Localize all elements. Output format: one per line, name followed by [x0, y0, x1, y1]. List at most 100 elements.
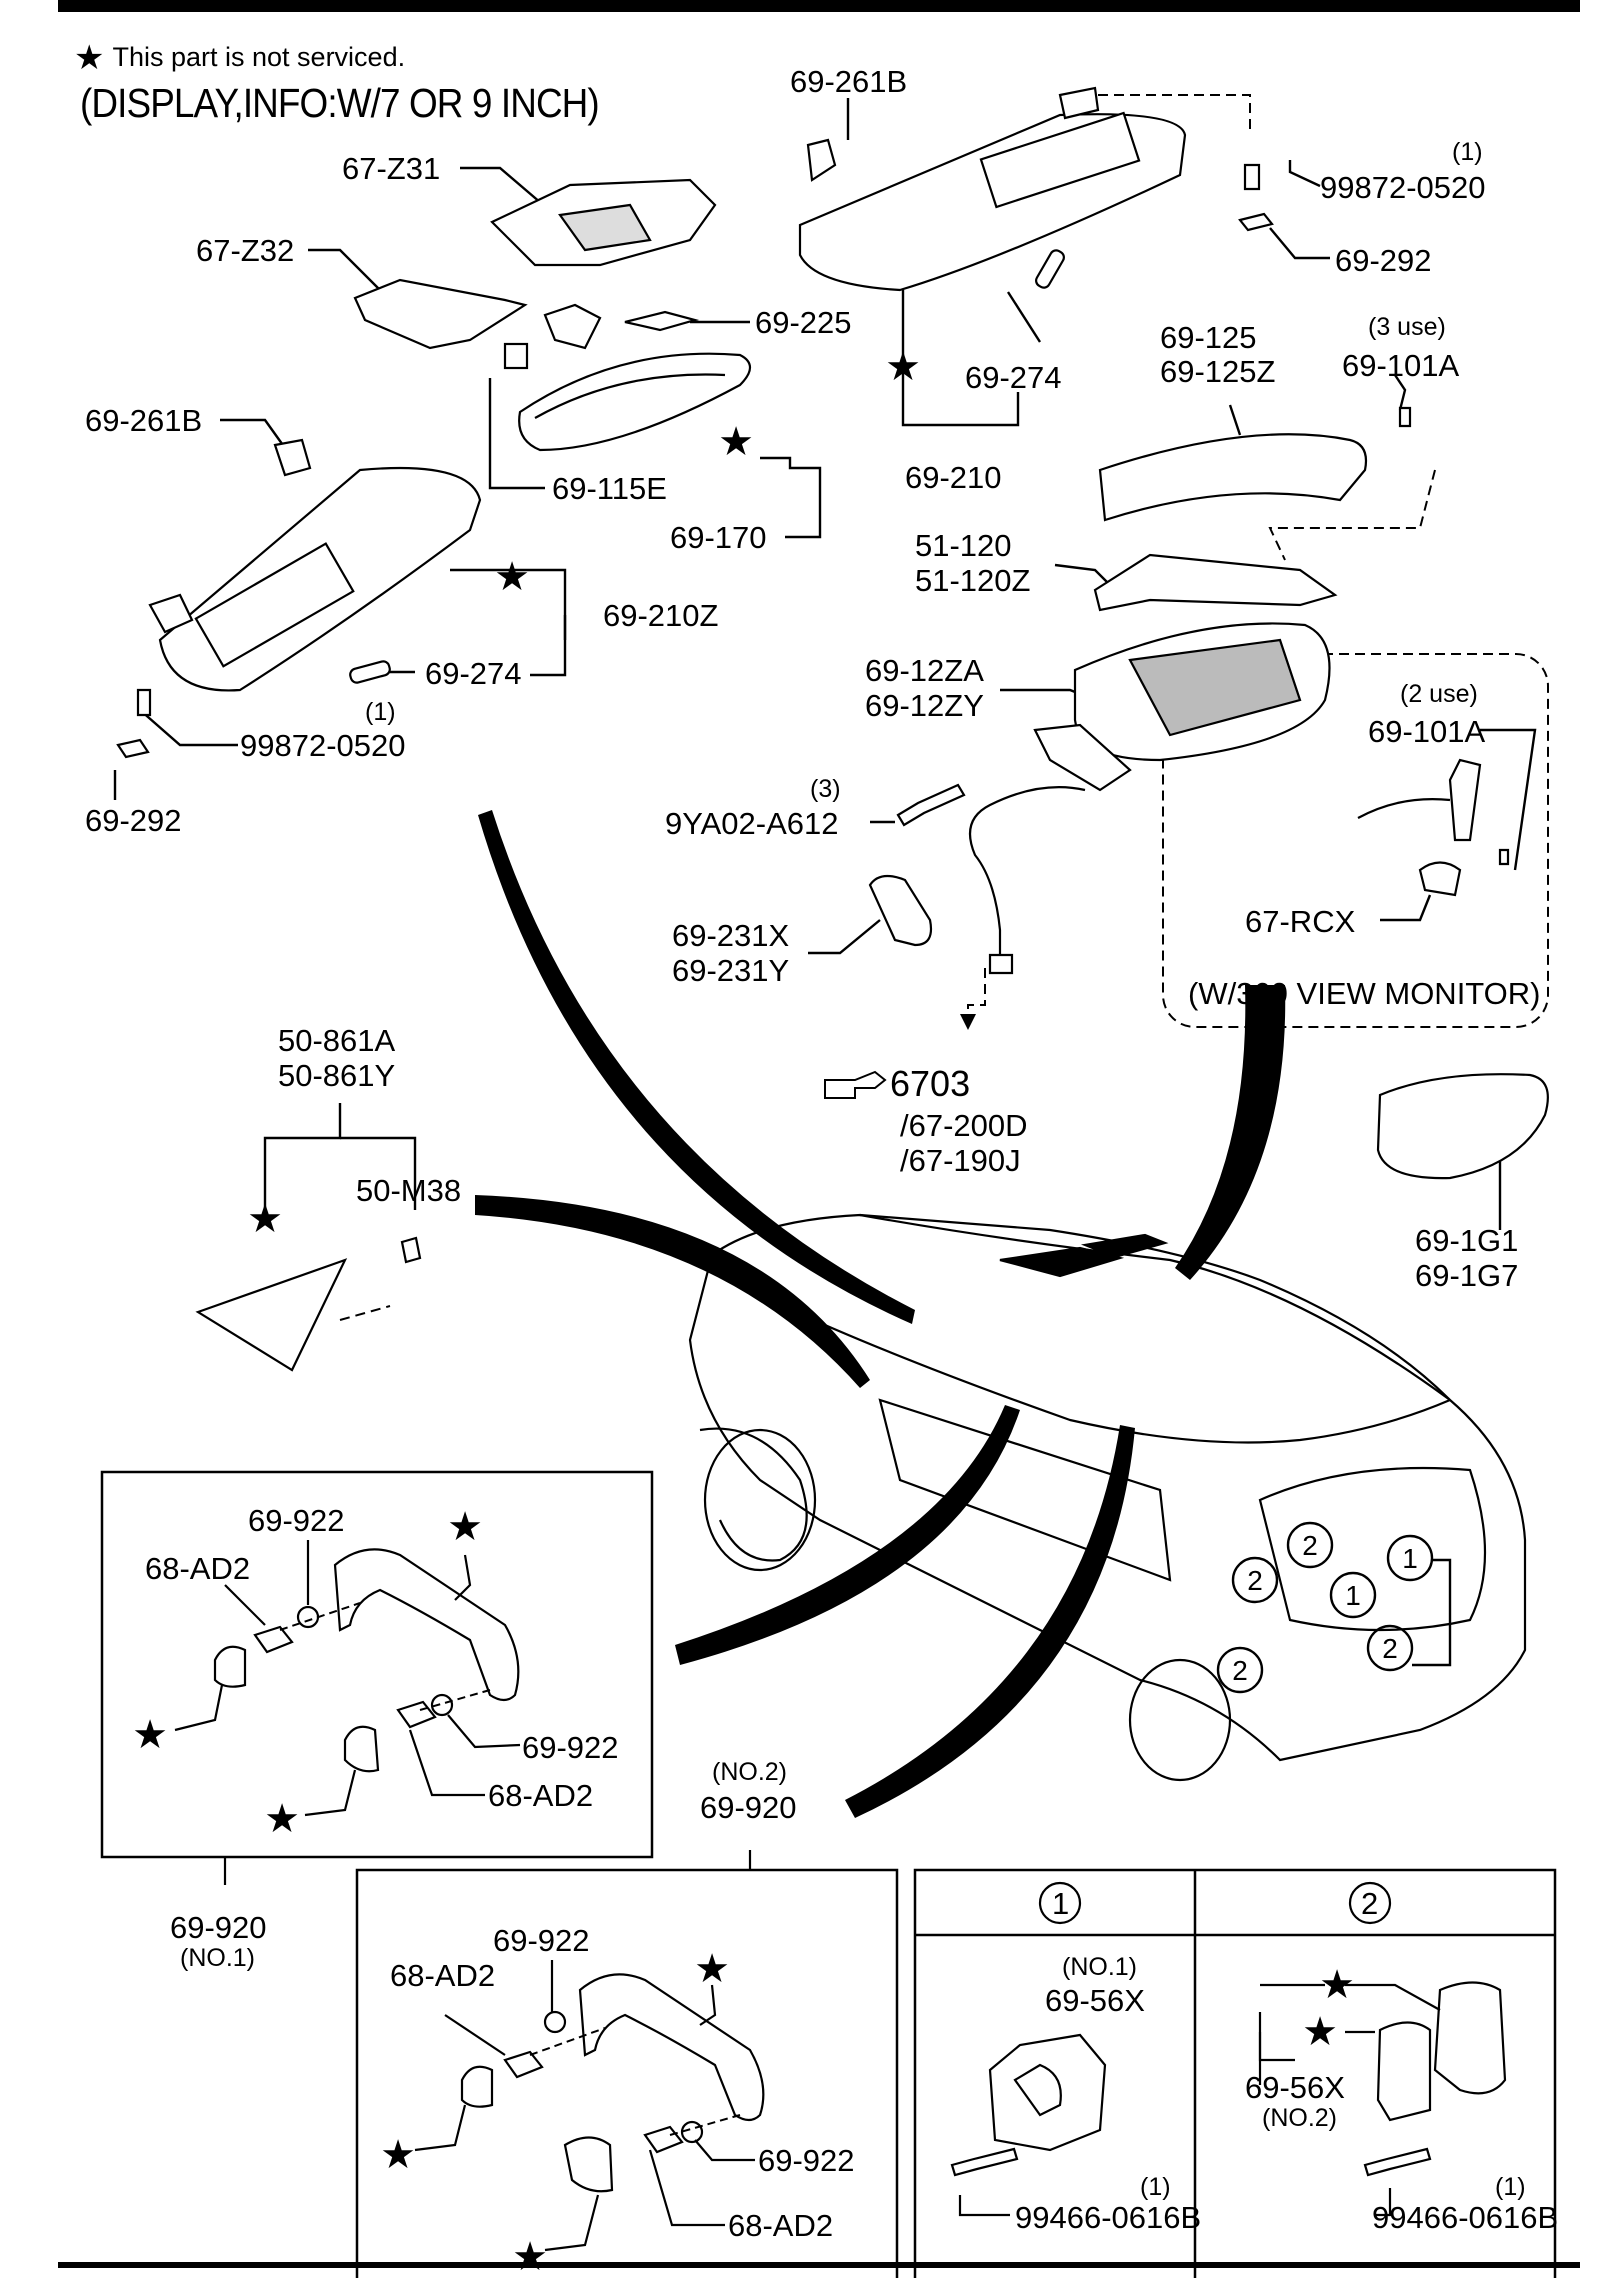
label-69-292-left: 69-292 — [85, 803, 182, 838]
label-b1-69-920: 69-920 — [170, 1910, 267, 1945]
star-icon: ★ — [494, 555, 530, 599]
star-icon: ★ — [718, 420, 754, 464]
label-99872-top: 99872-0520 — [1320, 170, 1486, 205]
label-69-101a-box: 69-101A — [1368, 714, 1486, 749]
label-b1-68-ad2-bot: 68-AD2 — [488, 1778, 594, 1813]
label-69-274-top: 69-274 — [965, 360, 1062, 395]
car-callout-2b: 2 — [1247, 1565, 1263, 1596]
leader-69-101a-box — [1480, 728, 1537, 871]
leader-67-z32 — [308, 248, 381, 291]
label-b2-69-920: 69-920 — [700, 1790, 797, 1825]
star-icon: ★ — [247, 1197, 283, 1241]
pointer-swoosh-mirror — [1175, 985, 1286, 1280]
label-9ya02-qty: (3) — [810, 775, 841, 803]
label-69-101a-top: 69-101A — [1342, 348, 1460, 383]
label-c1-no1: (NO.1) — [1062, 1953, 1137, 1981]
label-67-z32: 67-Z32 — [196, 233, 295, 268]
display-subtitle: (DISPLAY,INFO:W/7 OR 9 INCH) — [80, 80, 600, 126]
label-69-12zy: 69-12ZY — [865, 688, 984, 723]
dashed-visor-screw — [1098, 94, 1251, 135]
label-69-1g1: 69-1G1 — [1415, 1223, 1519, 1258]
star-icon: ★ — [512, 2235, 548, 2278]
car-callout-2a: 2 — [1302, 1530, 1318, 1561]
label-69-261b-top: 69-261B — [790, 64, 908, 99]
quarter-trim-triangle — [195, 1258, 348, 1372]
leader-69-101a-top — [1394, 374, 1407, 411]
leader-99872-top — [1288, 160, 1321, 188]
label-b2-no2: (NO.2) — [712, 1758, 787, 1786]
label-69-1g7: 69-1G7 — [1415, 1258, 1519, 1293]
label-9ya02: 9YA02-A612 — [665, 806, 839, 841]
label-c2-bolt: 99466-0616B — [1372, 2200, 1559, 2235]
label-69-101a-box-qty: (2 use) — [1400, 680, 1478, 708]
leader-69-115e — [488, 378, 545, 490]
leader-99872-left — [139, 709, 238, 747]
mirror-cover — [1098, 433, 1368, 522]
grip-no1-box — [100, 1470, 654, 1859]
note-text: This part is not serviced. — [112, 42, 406, 72]
label-69-101a-top-qty: (3 use) — [1368, 313, 1446, 341]
clip-no2-bottom — [1376, 2021, 1432, 2122]
label-69-231x: 69-231X — [672, 918, 790, 953]
label-c2-69-56x: 69-56X — [1245, 2070, 1345, 2105]
star-icon: ★ — [694, 1947, 730, 1991]
star-icon: ★ — [447, 1505, 483, 1549]
car-callout-1a: 1 — [1402, 1543, 1418, 1574]
dashed-screw-bracket — [1268, 469, 1436, 561]
reference-67-200d[interactable]: /67-200D — [900, 1108, 1028, 1143]
hand-pointer-icon — [824, 1070, 887, 1099]
pointer-swoosh-trim — [475, 1195, 870, 1388]
mirror-glass — [1376, 1073, 1549, 1180]
label-b1-68-ad2-top: 68-AD2 — [145, 1551, 251, 1586]
label-b1-no1: (NO.1) — [180, 1944, 255, 1972]
label-51-120z: 51-120Z — [915, 563, 1031, 598]
reference-67-190j[interactable]: /67-190J — [900, 1143, 1021, 1178]
car-callout-2d: 2 — [1232, 1655, 1248, 1686]
label-99872-left-qty: (1) — [365, 698, 396, 726]
label-b2-69-922-bot: 69-922 — [758, 2143, 855, 2178]
label-69-210z: 69-210Z — [603, 598, 719, 633]
top-border — [58, 0, 1580, 12]
console-bezel — [353, 278, 528, 350]
label-99872-top-qty: (1) — [1452, 138, 1483, 166]
label-69-210: 69-210 — [905, 460, 1002, 495]
label-c1-69-56x: 69-56X — [1045, 1983, 1145, 2018]
pointer-swoosh-grip1 — [675, 1405, 1020, 1665]
leader-69-231 — [808, 919, 881, 955]
label-b2-68-ad2-bot: 68-AD2 — [728, 2208, 834, 2243]
clip-box — [913, 1868, 1557, 2278]
label-50-861y: 50-861Y — [278, 1058, 396, 1093]
dashed-triangle — [339, 1305, 391, 1321]
vehicle-outline — [688, 1213, 1527, 1782]
label-b1-69-922-bot: 69-922 — [522, 1730, 619, 1765]
label-99872-left: 99872-0520 — [240, 728, 406, 763]
label-67-rcx: 67-RCX — [1245, 904, 1356, 939]
label-69-125z: 69-125Z — [1160, 354, 1276, 389]
leader-69-125 — [1228, 404, 1242, 436]
rearview-mirror — [518, 352, 752, 452]
label-c1-bolt: 99466-0616B — [1015, 2200, 1202, 2235]
star-icon: ★ — [132, 1713, 168, 1757]
not-serviced-note: ★This part is not serviced. — [74, 38, 405, 78]
leader-50-861 — [263, 1103, 342, 1225]
label-69-115e: 69-115E — [552, 471, 667, 506]
mirror-gasket — [868, 874, 933, 947]
label-50-m38: 50-M38 — [356, 1173, 462, 1208]
clip-no2-top — [1433, 1981, 1507, 2095]
label-50-861a: 50-861A — [278, 1023, 396, 1058]
label-c2-no2: (NO.2) — [1262, 2104, 1337, 2132]
leader-69-170 — [760, 456, 822, 539]
star-icon: ★ — [264, 1797, 300, 1841]
bottom-border — [58, 2262, 1580, 2268]
leader-69-274-top — [1006, 291, 1042, 343]
star-icon: ★ — [885, 345, 921, 389]
reference-6703[interactable]: 6703 — [890, 1063, 971, 1104]
car-callout-1b: 1 — [1345, 1580, 1361, 1611]
car-callout-2c: 2 — [1382, 1633, 1398, 1664]
star-icon: ★ — [1319, 1963, 1355, 2007]
label-69-170: 69-170 — [670, 520, 767, 555]
label-69-125: 69-125 — [1160, 320, 1257, 355]
label-c1-bolt-qty: (1) — [1140, 2173, 1171, 2201]
clip-section-1-number: 1 — [1052, 1886, 1070, 1921]
